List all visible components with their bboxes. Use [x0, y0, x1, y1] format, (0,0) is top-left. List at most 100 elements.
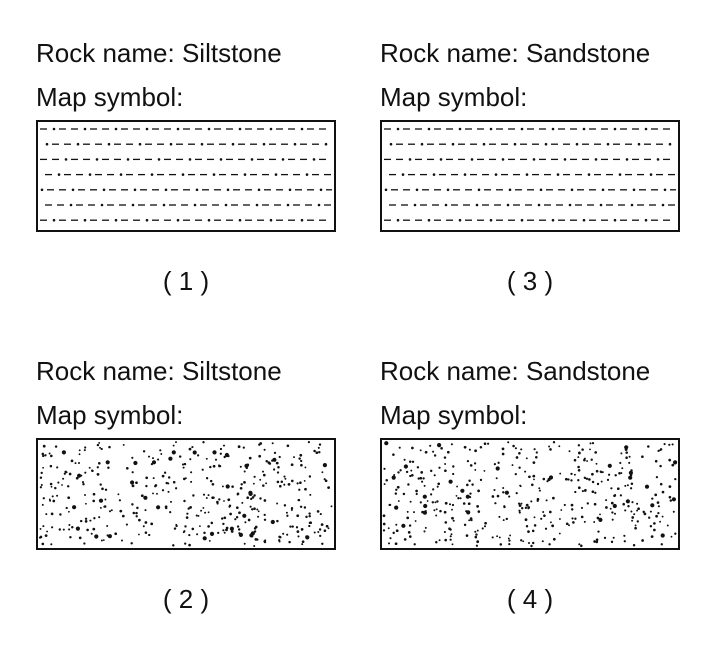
pattern-grain — [150, 462, 154, 466]
pattern-grain — [265, 460, 268, 463]
pattern-grain — [263, 518, 267, 522]
pattern-grain — [636, 509, 639, 512]
pattern-grain — [300, 463, 303, 467]
pattern-grain — [99, 446, 101, 449]
pattern-grain — [74, 462, 77, 465]
pattern-grain — [659, 520, 662, 523]
pattern-grain — [172, 444, 175, 447]
pattern-dot — [513, 142, 517, 146]
pattern-grain — [650, 503, 655, 508]
pattern-dot — [212, 173, 216, 176]
pattern-dot — [427, 127, 431, 131]
pattern-dot — [281, 158, 285, 161]
pattern-grain — [44, 454, 47, 457]
pattern-grain — [56, 494, 59, 497]
pattern-grain — [203, 531, 206, 535]
pattern-grain — [610, 501, 614, 505]
pattern-dot — [632, 188, 636, 192]
pattern-grain — [169, 510, 172, 514]
pattern-grain — [52, 499, 56, 503]
pattern-grain — [392, 453, 395, 456]
pattern-grain — [530, 544, 533, 548]
pattern-grain — [609, 507, 612, 510]
pattern-dot — [396, 218, 400, 222]
pattern-grain — [479, 478, 483, 482]
pattern-grain — [577, 444, 581, 447]
pattern-dot — [384, 188, 388, 192]
pattern-grain — [142, 525, 145, 528]
pattern-grain — [627, 504, 630, 508]
pattern-grain — [591, 472, 594, 476]
pattern-grain — [429, 444, 432, 447]
pattern-grain — [589, 448, 591, 451]
pattern-grain — [392, 531, 395, 535]
pattern-grain — [285, 511, 288, 514]
pattern-grain — [278, 535, 281, 539]
pattern-grain — [207, 525, 210, 528]
pattern-grain — [619, 494, 623, 497]
pattern-grain — [422, 477, 425, 480]
pattern-grain — [313, 531, 316, 534]
pattern-grain — [633, 513, 636, 516]
pattern-grain — [297, 535, 300, 538]
pattern-grain — [467, 502, 471, 506]
pattern-grain — [631, 516, 635, 519]
pattern-grain — [450, 443, 453, 446]
pattern-dot — [415, 188, 419, 192]
pattern-grain — [653, 528, 656, 532]
pattern-grain — [144, 531, 148, 534]
pattern-grain — [570, 472, 573, 476]
pattern-grain — [135, 511, 138, 515]
pattern-grain — [262, 484, 265, 487]
pattern-grain — [39, 476, 43, 479]
pattern-grain — [249, 505, 252, 508]
pattern-grain — [234, 518, 237, 521]
pattern-grain — [656, 501, 660, 504]
pattern-dot — [520, 218, 524, 222]
pattern-grain — [189, 506, 192, 509]
pattern-grain — [402, 492, 406, 496]
pattern-grain — [299, 505, 303, 509]
pattern-grain — [616, 487, 620, 491]
pattern-dot — [169, 142, 173, 146]
pattern-grain — [278, 540, 281, 543]
pattern-grain — [495, 466, 500, 471]
pattern-grain — [397, 471, 400, 474]
pattern-dot — [71, 188, 75, 192]
pattern-grain — [536, 499, 539, 502]
pattern-grain — [597, 530, 600, 533]
pattern-dot — [520, 127, 524, 131]
pattern-dot — [570, 188, 574, 192]
pattern-grain — [518, 452, 521, 455]
pattern-grain — [42, 525, 45, 528]
pattern-grain — [322, 463, 327, 468]
pattern-dot — [606, 142, 610, 146]
pattern-dot — [102, 188, 106, 192]
pattern-grain — [304, 466, 307, 469]
pattern-grain — [325, 524, 329, 528]
pattern-grain — [42, 466, 45, 469]
pattern-dot — [663, 188, 667, 192]
pattern-grain — [259, 442, 263, 445]
pattern-grain — [518, 504, 522, 507]
pattern-dot — [150, 173, 154, 176]
pattern-dot — [305, 173, 309, 176]
pattern-grain — [520, 506, 524, 510]
pattern-grain — [558, 518, 561, 520]
pattern-grain — [144, 521, 148, 524]
map-symbol-label: Map symbol: — [380, 82, 528, 112]
pattern-grain — [444, 521, 448, 524]
pattern-grain — [498, 515, 501, 518]
pattern-grain — [518, 466, 521, 469]
pattern-grain — [426, 500, 429, 502]
pattern-grain — [49, 482, 53, 486]
pattern-grain — [668, 485, 672, 488]
map-symbol-box — [380, 120, 680, 232]
pattern-grain — [628, 475, 633, 480]
pattern-grain — [49, 454, 53, 458]
pattern-dot — [193, 203, 197, 207]
figure-number: ( 2 ) — [162, 584, 210, 614]
pattern-grain — [105, 460, 110, 465]
pattern-grain — [612, 503, 617, 509]
pattern-grain — [225, 484, 230, 489]
